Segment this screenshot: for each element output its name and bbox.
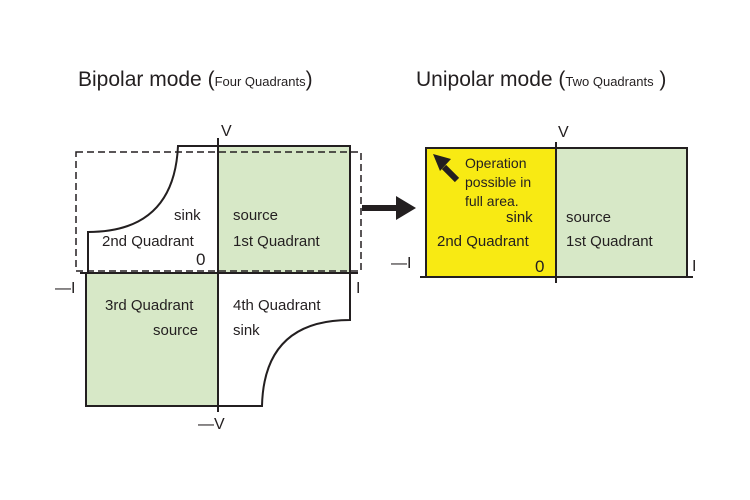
bipolar-q3-role: source	[153, 322, 199, 339]
bipolar-v-pos-label: V	[221, 123, 232, 140]
bipolar-origin-label: 0	[196, 250, 206, 269]
unipolar-q2-name: 2nd Quadrant	[437, 233, 529, 250]
bipolar-q4-boundary	[218, 273, 351, 407]
bipolar-title-subtitle: Four Quadrants	[214, 74, 306, 89]
bipolar-title-main: Bipolar mode	[78, 68, 202, 91]
bipolar-i-neg-label: —I	[55, 280, 76, 297]
bipolar-q4-name: 4th Quadrant	[233, 297, 321, 314]
unipolar-q1-name: 1st Quadrant	[566, 233, 653, 250]
unipolar-title-paren-open: (	[552, 68, 566, 91]
bipolar-dashed-region	[75, 151, 362, 272]
unipolar-title-subtitle: Two Quadrants	[565, 74, 654, 89]
bipolar-title: Bipolar mode (Four Quadrants)	[78, 68, 313, 92]
bipolar-q1-role: source	[233, 207, 279, 224]
bipolar-q1-boundary	[218, 145, 351, 273]
bipolar-q1-name: 1st Quadrant	[233, 233, 320, 250]
unipolar-q1-fill	[556, 148, 687, 277]
unipolar-title: Unipolar mode (Two Quadrants )	[416, 68, 666, 92]
bipolar-i-pos-label: I	[356, 280, 361, 297]
unipolar-origin-label: 0	[535, 257, 545, 276]
bipolar-q3-boundary	[85, 273, 218, 407]
bipolar-q4-role: sink	[233, 322, 260, 339]
unipolar-title-main: Unipolar mode	[416, 68, 553, 91]
bipolar-title-paren-close: )	[305, 68, 313, 91]
bipolar-v-neg-label: —V	[198, 416, 225, 433]
operation-arrow-icon	[433, 154, 460, 183]
bipolar-q3-fill	[86, 273, 218, 406]
unipolar-i-neg-label: —I	[391, 255, 412, 272]
bipolar-q2-name: 2nd Quadrant	[102, 233, 194, 250]
bipolar-q1-fill	[218, 146, 350, 273]
unipolar-i-pos-label: I	[692, 258, 697, 275]
mode-arrow-head	[396, 196, 416, 220]
bipolar-q2-role: sink	[174, 207, 201, 224]
bipolar-q2-boundary	[87, 145, 218, 273]
unipolar-q2-role: sink	[506, 209, 533, 226]
unipolar-v-pos-label: V	[558, 124, 569, 141]
operation-note-line2: possible in	[465, 174, 532, 190]
unipolar-title-paren-close: )	[653, 68, 667, 91]
operation-note-line1: Operation	[465, 155, 527, 171]
unipolar-q1-role: source	[566, 209, 612, 226]
bipolar-title-paren-open: (	[201, 68, 215, 91]
bipolar-q3-name: 3rd Quadrant	[105, 297, 194, 314]
operation-note-line3: full area.	[465, 193, 519, 209]
